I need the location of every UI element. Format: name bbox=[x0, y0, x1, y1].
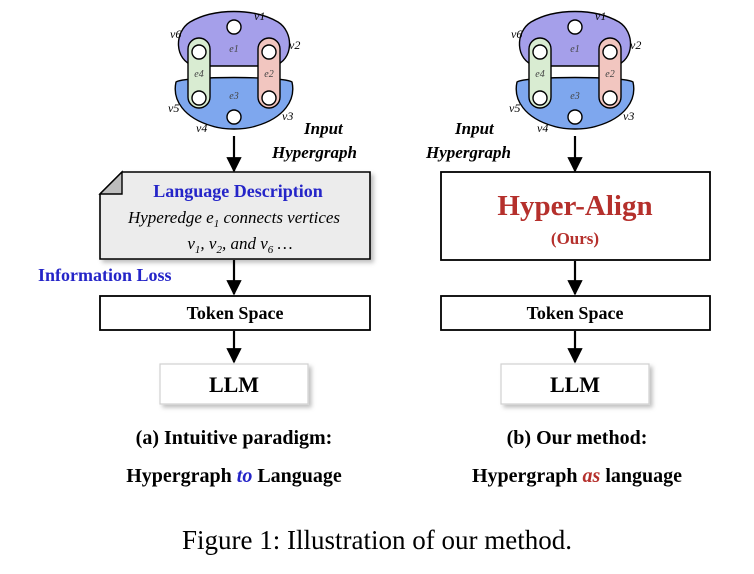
vertex-v3 bbox=[261, 90, 277, 106]
vertex-v2 bbox=[602, 44, 618, 60]
lang-desc-title: Language Description bbox=[153, 181, 323, 201]
right-token-space-label: Token Space bbox=[527, 303, 624, 323]
vertex-label-v3: v3 bbox=[623, 109, 634, 123]
left-input-label-1: Input bbox=[303, 119, 344, 138]
left-input-label-2: Hypergraph bbox=[271, 143, 357, 162]
vertex-label-v4: v4 bbox=[196, 121, 207, 135]
edge-label-e3: e3 bbox=[229, 91, 238, 102]
right-input-label-1: Input bbox=[454, 119, 495, 138]
left-caption-line2: Hypergraph to Language bbox=[126, 465, 342, 487]
right-input-label-2: Hypergraph bbox=[425, 143, 511, 162]
vertex-label-v1: v1 bbox=[595, 9, 606, 23]
vertex-v5 bbox=[191, 90, 207, 106]
vertex-v4 bbox=[567, 109, 583, 125]
left-token-space-box bbox=[99, 295, 371, 331]
lang-desc-line1: Hyperedge e1 connects vertices bbox=[127, 208, 340, 230]
vertex-label-v6: v6 bbox=[511, 27, 522, 41]
vertex-v1 bbox=[226, 19, 242, 35]
right-panel: e1 e2 e3 e4 v1 v2 v3 v4 v5 v6 Input Hype… bbox=[425, 9, 711, 487]
edge-label-e3: e3 bbox=[570, 91, 579, 102]
vertex-label-v1: v1 bbox=[254, 9, 265, 23]
right-caption-line1: (b) Our method: bbox=[507, 427, 648, 449]
edge-label-e4: e4 bbox=[535, 69, 544, 80]
right-hypergraph: e1 e2 e3 e4 v1 v2 v3 v4 v5 v6 bbox=[509, 9, 641, 135]
left-hypergraph: e1 e2 e3 e4 v1 v2 v3 v4 v5 v6 bbox=[168, 9, 300, 135]
edge-label-e1: e1 bbox=[229, 44, 238, 55]
figure-caption: Figure 1: Illustration of our method. bbox=[182, 525, 572, 555]
left-llm-label: LLM bbox=[209, 372, 259, 397]
vertex-label-v4: v4 bbox=[537, 121, 548, 135]
information-loss-label: Information Loss bbox=[38, 265, 172, 285]
right-llm-box bbox=[500, 363, 650, 405]
edge-label-e4: e4 bbox=[194, 69, 203, 80]
method-name: Hyper-Align bbox=[497, 190, 652, 222]
right-llm-label: LLM bbox=[550, 372, 600, 397]
vertex-v3 bbox=[602, 90, 618, 106]
edge-label-e2: e2 bbox=[264, 69, 273, 80]
vertex-label-v5: v5 bbox=[509, 101, 520, 115]
method-tag: (Ours) bbox=[551, 229, 599, 248]
vertex-label-v3: v3 bbox=[282, 109, 293, 123]
left-llm-box bbox=[159, 363, 309, 405]
vertex-label-v2: v2 bbox=[630, 38, 641, 52]
edge-label-e2: e2 bbox=[605, 69, 614, 80]
right-token-space-box bbox=[440, 295, 711, 331]
vertex-v1 bbox=[567, 19, 583, 35]
vertex-label-v5: v5 bbox=[168, 101, 179, 115]
left-caption-line1: (a) Intuitive paradigm: bbox=[136, 427, 333, 449]
vertex-v6 bbox=[191, 44, 207, 60]
vertex-v2 bbox=[261, 44, 277, 60]
language-description-box: Language Description Hyperedge e1 connec… bbox=[98, 170, 371, 260]
vertex-v4 bbox=[226, 109, 242, 125]
vertex-label-v2: v2 bbox=[289, 38, 300, 52]
left-panel: e1 e2 e3 e4 v1 v2 v3 v4 v5 v6 Input Hype… bbox=[38, 9, 371, 487]
hyper-align-box bbox=[440, 171, 711, 261]
edge-label-e1: e1 bbox=[570, 44, 579, 55]
right-caption-line2: Hypergraph as language bbox=[472, 465, 682, 487]
left-token-space-label: Token Space bbox=[187, 303, 284, 323]
vertex-label-v6: v6 bbox=[170, 27, 181, 41]
vertex-v6 bbox=[532, 44, 548, 60]
lang-desc-line2: v1, v2, and v6 … bbox=[187, 234, 292, 256]
vertex-v5 bbox=[532, 90, 548, 106]
